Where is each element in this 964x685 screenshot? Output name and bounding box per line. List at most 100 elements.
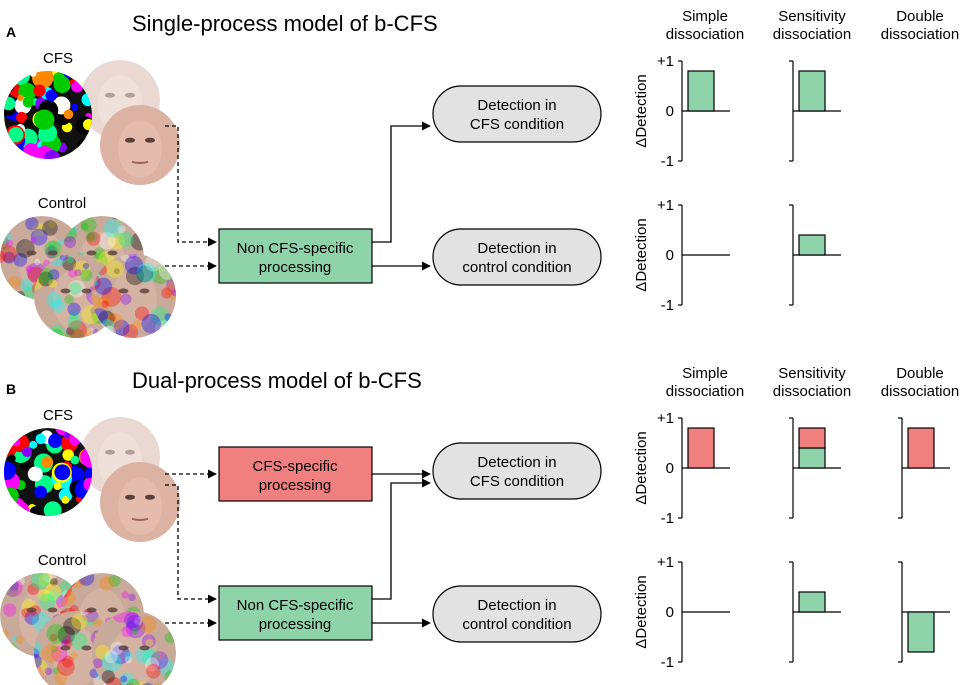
- panel-title: Single-process model of b-CFS: [132, 11, 438, 36]
- column-header-line-2: dissociation: [773, 383, 851, 400]
- arrow-nonspecific-to-detection-cfs: [372, 121, 431, 243]
- cfs-stimulus-label: CFS: [43, 50, 73, 67]
- bar-0-1-1-0: [798, 234, 826, 256]
- column-header-line-2: dissociation: [666, 26, 744, 43]
- chart-a-cfs-0: +1 0 -1 ΔDetection: [633, 53, 730, 170]
- cfs-specific-label: CFS-specific processing: [252, 458, 338, 494]
- column-header-line-1: Sensitivity: [778, 8, 846, 25]
- detection-control-box: [432, 228, 602, 286]
- chart-a-control-1: [789, 204, 841, 306]
- process-flow: Non CFS-specific processing Detection in CF…: [165, 85, 602, 286]
- cfs-stimulus-label: CFS: [43, 407, 73, 424]
- non-specific-box: [218, 585, 373, 641]
- tick-label: +1: [657, 410, 674, 427]
- y-axis-label: ΔDetection: [633, 431, 650, 504]
- detection-control-label-line-2: control condition: [462, 259, 571, 276]
- chart-b-control-2: [898, 561, 950, 663]
- detection-cfs-label-line-1: Detection in: [477, 97, 556, 114]
- tick-label: 0: [666, 103, 674, 120]
- chart-b-cfs-0: +1 0 -1 ΔDetection: [633, 410, 730, 527]
- chart-b-cfs-1: [789, 417, 841, 519]
- arrow-cfs-to-nonspecific: [165, 125, 217, 247]
- column-header-line-1: Simple: [682, 8, 728, 25]
- chart-b-control-0: +1 0 -1 ΔDetection: [633, 554, 730, 671]
- y-axis-label: ΔDetection: [633, 74, 650, 147]
- non-specific-box: [218, 228, 373, 284]
- cfs-specific-label-line-2: processing: [259, 477, 332, 494]
- bar-1-0-1-0: [798, 447, 826, 469]
- face-image: [100, 462, 180, 542]
- tick-label: -1: [661, 297, 674, 314]
- tick-label: -1: [661, 153, 674, 170]
- face-image: [100, 105, 180, 185]
- column-header-line-1: Simple: [682, 365, 728, 382]
- bar-0-0-1-0: [798, 70, 826, 112]
- non-specific-label: Non CFS-specific processing: [237, 240, 354, 276]
- non-specific-label-line-1: Non CFS-specific: [237, 597, 354, 614]
- non-specific-label: Non CFS-specific processing: [237, 597, 354, 633]
- chart-a-control-0: +1 0 -1 ΔDetection: [633, 197, 730, 314]
- control-stimulus-label: Control: [38, 552, 86, 569]
- detection-control-label: Detection in control condition: [462, 240, 571, 276]
- tick-label: 0: [666, 247, 674, 264]
- stimuli: CFS Control: [0, 50, 180, 338]
- column-header-line-2: dissociation: [881, 383, 959, 400]
- detection-cfs-label-line-2: CFS condition: [470, 116, 564, 133]
- bar-1-0-2-0: [907, 427, 935, 469]
- panel-title: Dual-process model of b-CFS: [132, 368, 422, 393]
- control-stimulus-label: Control: [38, 195, 86, 212]
- detection-control-label: Detection in control condition: [462, 597, 571, 633]
- column-headers: SimpledissociationSensitivitydissociatio…: [666, 8, 959, 43]
- non-specific-label-line-2: processing: [259, 616, 332, 633]
- column-header-line-1: Double: [896, 8, 944, 25]
- chart-b-cfs-2: [898, 417, 950, 519]
- column-header-line-2: dissociation: [773, 26, 851, 43]
- tick-label: 0: [666, 460, 674, 477]
- non-specific-label-line-1: Non CFS-specific: [237, 240, 354, 257]
- tick-label: 0: [666, 604, 674, 621]
- bar-1-1-1-0: [798, 591, 826, 613]
- tick-label: -1: [661, 510, 674, 527]
- column-header-line-2: dissociation: [666, 383, 744, 400]
- arrow-cfs-to-nonspecific: [165, 484, 217, 604]
- y-axis-label: ΔDetection: [633, 218, 650, 291]
- detection-control-label-line-1: Detection in: [477, 240, 556, 257]
- cfs-specific-label-line-1: CFS-specific: [252, 458, 338, 475]
- detection-cfs-label: Detection in CFS condition: [470, 454, 564, 490]
- chart-a-cfs-1: [789, 60, 841, 162]
- panel-letter: B: [6, 381, 16, 397]
- stimuli: CFS Control: [0, 407, 180, 685]
- column-headers: SimpledissociationSensitivitydissociatio…: [666, 365, 959, 400]
- bar-1-0-0-0: [687, 427, 715, 469]
- detection-cfs-label-line-2: CFS condition: [470, 473, 564, 490]
- bar-1-1-2-0: [907, 611, 935, 653]
- tick-label: +1: [657, 197, 674, 214]
- detection-cfs-label: Detection in CFS condition: [470, 97, 564, 133]
- detection-control-box: [432, 585, 602, 643]
- detection-control-label-line-1: Detection in: [477, 597, 556, 614]
- tick-label: +1: [657, 53, 674, 70]
- detection-cfs-box: [432, 85, 602, 143]
- column-header-line-2: dissociation: [881, 26, 959, 43]
- detection-control-label-line-2: control condition: [462, 616, 571, 633]
- arrow-nonspecific-to-detection-cfs: [372, 478, 431, 600]
- bar-1-0-1-1: [798, 427, 826, 449]
- detection-cfs-box: [432, 442, 602, 500]
- detection-cfs-label-line-1: Detection in: [477, 454, 556, 471]
- tick-label: +1: [657, 554, 674, 571]
- tick-label: -1: [661, 654, 674, 671]
- mondrian-mask-image: [4, 71, 92, 159]
- column-header-line-1: Double: [896, 365, 944, 382]
- mondrian-mask-image: [4, 428, 92, 516]
- y-axis-label: ΔDetection: [633, 575, 650, 648]
- bar-0-0-0-0: [687, 70, 715, 112]
- control-blend-image-4: [92, 254, 176, 338]
- non-specific-label-line-2: processing: [259, 259, 332, 276]
- column-header-line-1: Sensitivity: [778, 365, 846, 382]
